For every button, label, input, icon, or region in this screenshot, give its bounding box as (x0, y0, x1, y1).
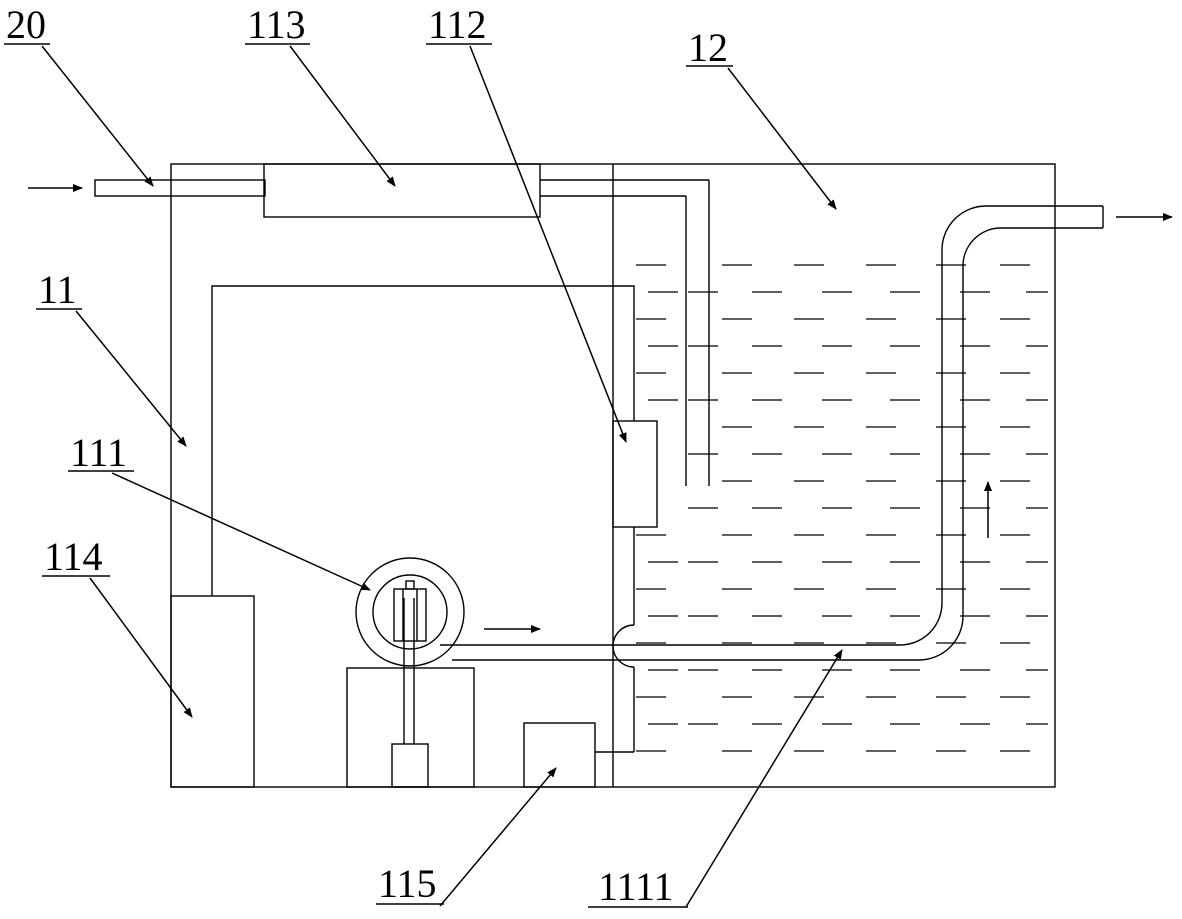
label-114: 114 (44, 534, 103, 579)
label-11: 11 (38, 267, 77, 312)
outlet-pipe-1111 (440, 205, 1104, 661)
component-112 (612, 420, 658, 528)
inner-duct (211, 285, 658, 753)
block-114 (170, 595, 255, 788)
inlet-assembly (28, 163, 710, 486)
water-body (636, 264, 1048, 752)
label-12: 12 (688, 25, 728, 70)
label-20: 20 (6, 2, 46, 47)
flow-arrows (484, 213, 1173, 633)
pump-111 (346, 557, 475, 788)
label-113: 113 (247, 2, 306, 47)
reference-labels: 20 113 112 12 11 111 114 115 1111 (4, 2, 733, 909)
block-115 (523, 722, 596, 788)
leader-lines (41, 45, 843, 908)
label-112: 112 (428, 2, 487, 47)
label-115: 115 (378, 861, 437, 906)
label-1111: 1111 (598, 864, 674, 909)
label-111: 111 (70, 430, 127, 475)
